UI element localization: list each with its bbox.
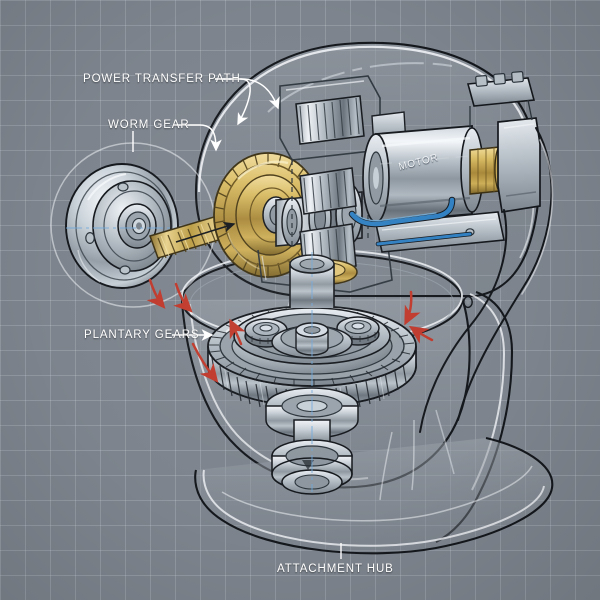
sun-gear [271, 322, 353, 359]
callout-label-plantary-gears: PLANTARY GEARS [84, 329, 200, 341]
rotation-arrows [146, 278, 434, 383]
leader-lines [132, 78, 342, 559]
ghost-housing-shell [180, 41, 554, 555]
callout-label-power-transfer-path: POWER TRANSFER PATH [83, 73, 241, 85]
planetary-gear-set [207, 252, 417, 495]
planetary-pinions [233, 307, 391, 365]
callout-label-worm-gear: WORM GEAR [108, 119, 190, 131]
motor-assembly [362, 71, 541, 253]
callout-label-attachment-hub: ATTACHMENT HUB [277, 563, 394, 575]
attachment-hub-face [50, 142, 216, 308]
